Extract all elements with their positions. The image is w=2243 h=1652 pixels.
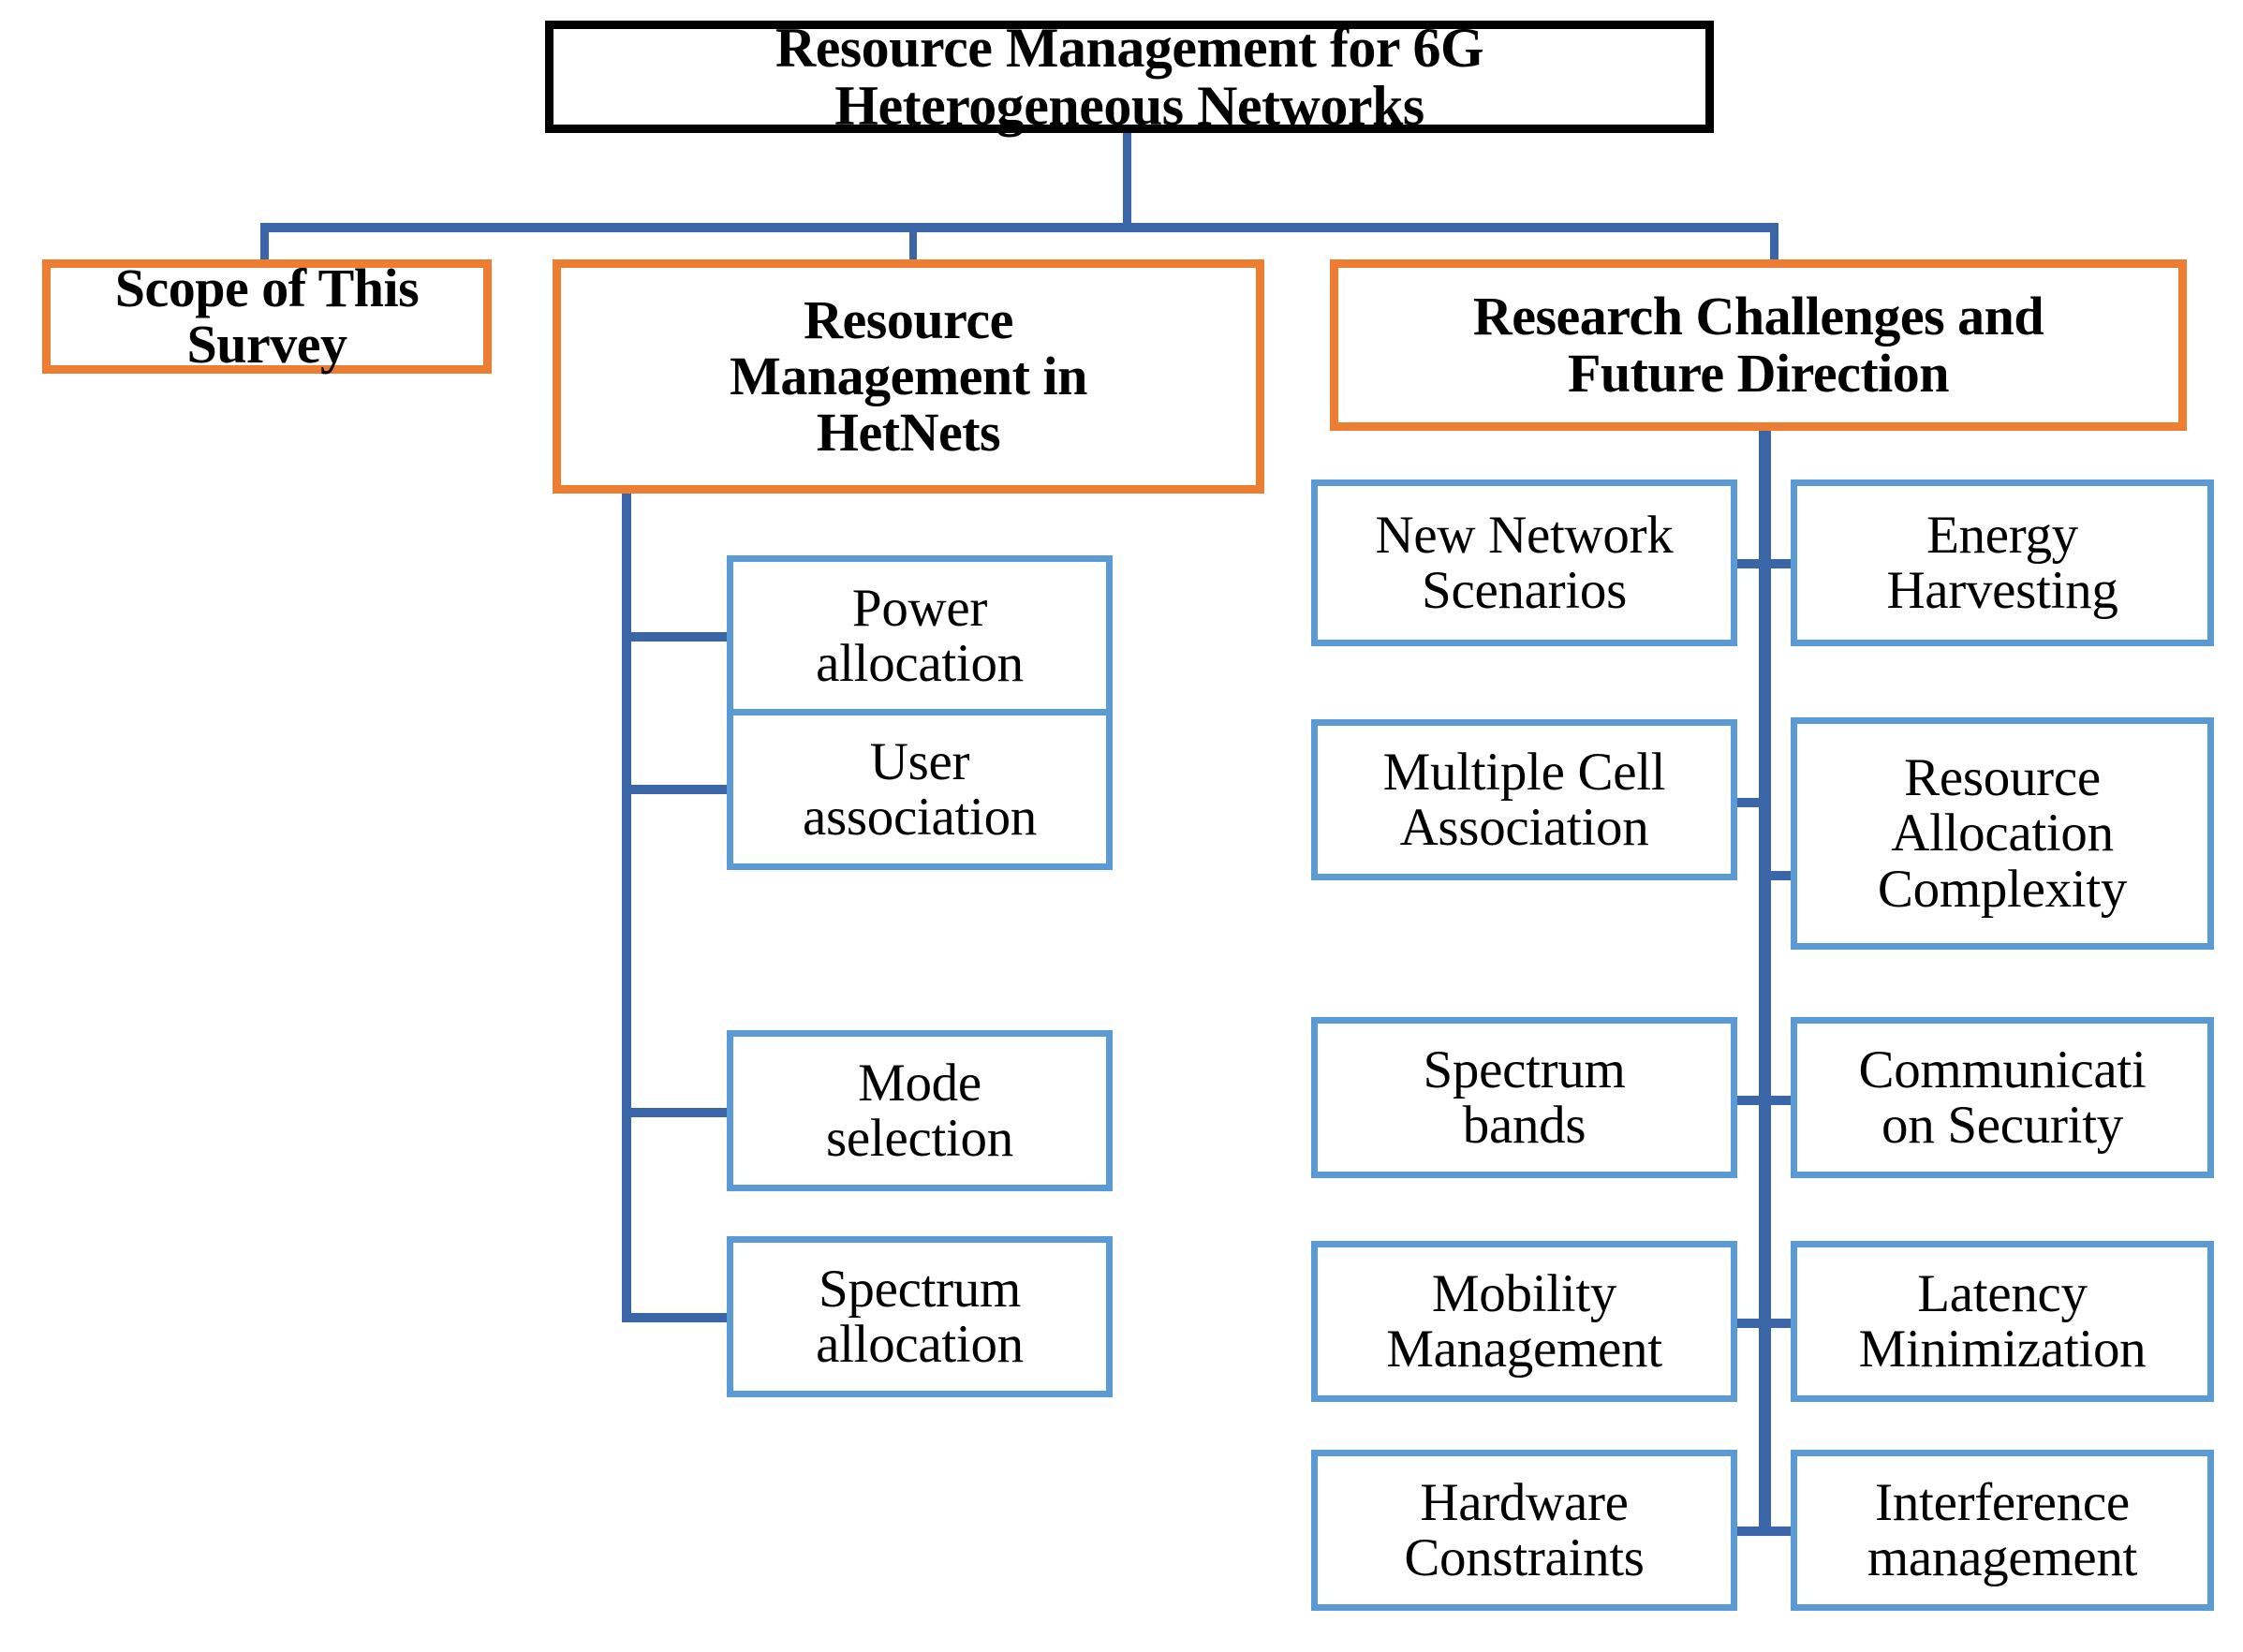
leaf-spectrum-allocation[interactable]: Spectrum allocation [727, 1236, 1113, 1397]
leaf-user-association[interactable]: User association [727, 709, 1113, 870]
edge-challenges-to-interference-management [1768, 1527, 1794, 1536]
edge-level2-bar [260, 223, 1778, 232]
leaf-hardware-constraints[interactable]: Hardware Constraints [1311, 1450, 1737, 1611]
leaf-mobility-management[interactable]: Mobility Management [1311, 1241, 1737, 1402]
edge-hetnets-to-power-allocation [622, 632, 730, 642]
edge-challenges-to-hardware-constraints [1735, 1527, 1762, 1536]
leaf-energy-harvesting[interactable]: Energy Harvesting [1791, 479, 2214, 646]
edge-drop-hetnets [909, 223, 917, 262]
edge-root-stem [1123, 133, 1131, 227]
leaf-communication-security[interactable]: Communicati on Security [1791, 1017, 2214, 1178]
edge-challenges-to-multiple-cell-association [1735, 798, 1762, 807]
edge-challenges-to-communication-security [1768, 1096, 1794, 1105]
edge-challenges-to-spectrum-bands [1735, 1096, 1762, 1105]
edge-drop-challenges [1770, 223, 1778, 262]
root-node: Resource Management for 6G Heterogeneous… [545, 18, 1714, 135]
edge-challenges-to-mobility-management [1735, 1319, 1762, 1328]
leaf-resource-allocation-complexity[interactable]: Resource Allocation Complexity [1791, 717, 2214, 950]
leaf-mode-selection[interactable]: Mode selection [727, 1030, 1113, 1191]
edge-challenges-to-new-network-scenarios [1735, 559, 1762, 568]
edge-hetnets-to-user-association [622, 785, 730, 794]
leaf-interference-management[interactable]: Interference management [1791, 1450, 2214, 1611]
leaf-multiple-cell-association[interactable]: Multiple Cell Association [1311, 719, 1737, 880]
branch-resource-management-in-hetnets[interactable]: Resource Management in HetNets [553, 259, 1264, 494]
leaf-power-allocation[interactable]: Power allocation [727, 555, 1113, 716]
leaf-latency-minimization[interactable]: Latency Minimization [1791, 1241, 2214, 1402]
edge-hetnets-to-mode-selection [622, 1108, 730, 1117]
edge-challenges-to-resource-allocation-complexity [1768, 871, 1794, 880]
edge-hetnets-to-spectrum-allocation [622, 1313, 730, 1322]
leaf-spectrum-bands[interactable]: Spectrum bands [1311, 1017, 1737, 1178]
leaf-new-network-scenarios[interactable]: New Network Scenarios [1311, 479, 1737, 646]
branch-research-challenges-and-future-direction[interactable]: Research Challenges and Future Direction [1330, 259, 2187, 431]
branch-scope-of-this-survey[interactable]: Scope of This Survey [42, 259, 492, 374]
edge-hetnets-trunk [622, 494, 631, 1322]
edge-drop-scope [260, 223, 269, 262]
edge-challenges-to-energy-harvesting [1768, 559, 1794, 568]
edge-challenges-trunk [1759, 431, 1771, 1536]
edge-challenges-to-latency-minimization [1768, 1319, 1794, 1328]
